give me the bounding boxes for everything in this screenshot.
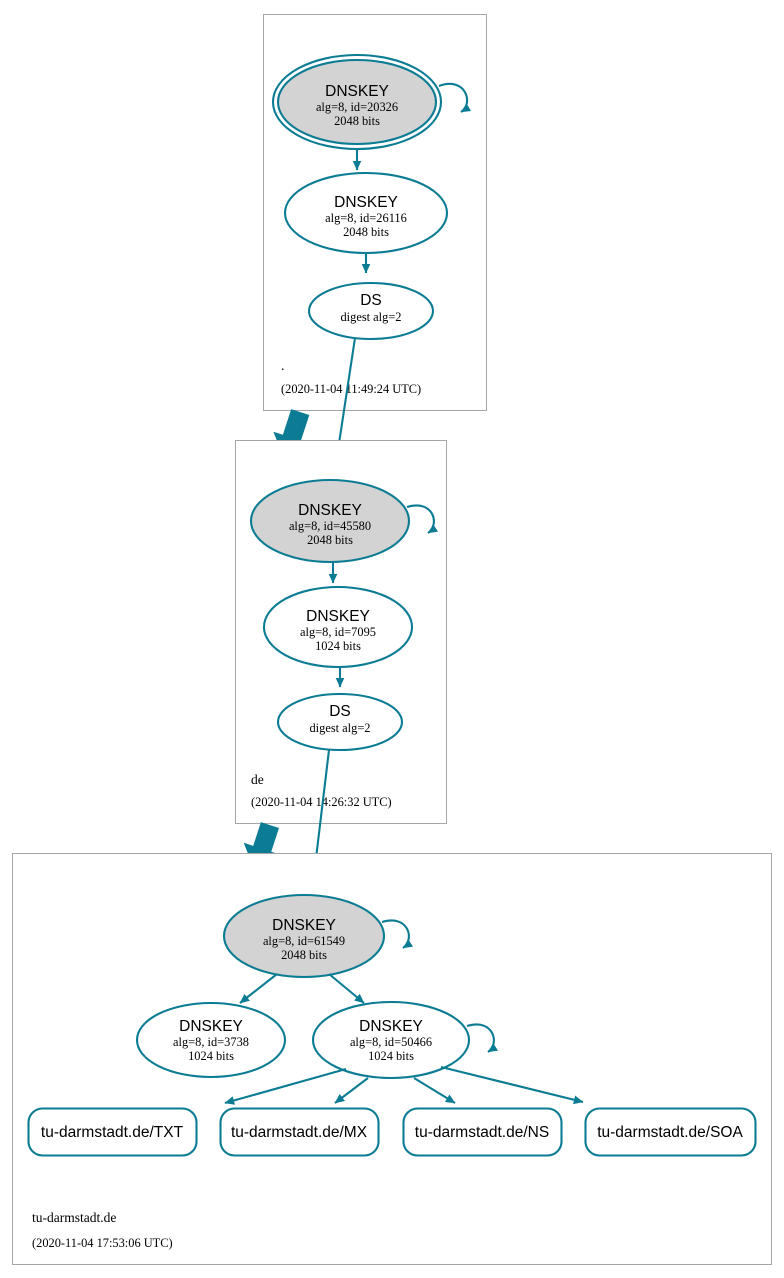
zone-timestamp: (2020-11-04 17:53:06 UTC) xyxy=(32,1236,173,1250)
rrset-box xyxy=(27,1107,198,1157)
ds-ellipse xyxy=(307,281,435,341)
node-title: DNSKEY xyxy=(359,1018,423,1035)
node-title: DNSKEY xyxy=(298,502,362,519)
self-sign-loop-tud-zsk50466 xyxy=(466,1023,499,1053)
zone-timestamp: (2020-11-04 11:49:24 UTC) xyxy=(281,382,421,396)
node-root-zsk[interactable]: DNSKEY alg=8, id=26116 2048 bits xyxy=(283,171,449,255)
rrset-label: tu-darmstadt.de/NS xyxy=(415,1124,549,1141)
dnskey-ellipse xyxy=(135,1001,287,1079)
node-root-ksk[interactable]: DNSKEY alg=8, id=20326 2048 bits xyxy=(271,53,443,151)
rrset-soa[interactable]: tu-darmstadt.de/SOA xyxy=(584,1107,757,1157)
node-title: DS xyxy=(329,703,351,720)
node-keysize: 2048 bits xyxy=(307,533,353,547)
node-tud-zsk-50466[interactable]: DNSKEY alg=8, id=50466 1024 bits xyxy=(311,1000,471,1080)
zone-tu-darmstadt: DNSKEY alg=8, id=61549 2048 bits DNSKEY … xyxy=(12,853,772,1265)
edge-tud-ksk-to-zsk3738 xyxy=(239,973,278,1004)
dnskey-ellipse xyxy=(262,585,414,669)
node-root-ds[interactable]: DS digest alg=2 xyxy=(307,281,435,341)
zone-timestamp: (2020-11-04 14:26:32 UTC) xyxy=(251,795,392,809)
node-de-ksk[interactable]: DNSKEY alg=8, id=45580 2048 bits xyxy=(249,478,411,564)
ds-ellipse xyxy=(276,692,404,752)
dnskey-ellipse xyxy=(311,1000,471,1080)
zone-label: tu-darmstadt.de xyxy=(32,1210,116,1225)
node-keysize: 2048 bits xyxy=(343,225,389,239)
node-tud-zsk-3738[interactable]: DNSKEY alg=8, id=3738 1024 bits xyxy=(135,1001,287,1079)
node-keyinfo: alg=8, id=3738 xyxy=(173,1035,249,1049)
rrset-txt[interactable]: tu-darmstadt.de/TXT xyxy=(27,1107,198,1157)
dnskey-ellipse xyxy=(222,893,386,979)
node-keysize: 1024 bits xyxy=(315,639,361,653)
self-sign-loop-de-ksk xyxy=(406,504,439,534)
node-keysize: 2048 bits xyxy=(334,114,380,128)
node-digestinfo: digest alg=2 xyxy=(309,721,370,735)
node-digestinfo: digest alg=2 xyxy=(340,310,401,324)
rrset-mx[interactable]: tu-darmstadt.de/MX xyxy=(219,1107,380,1157)
node-de-zsk[interactable]: DNSKEY alg=8, id=7095 1024 bits xyxy=(262,585,414,669)
self-sign-loop-root-ksk xyxy=(438,82,472,113)
edge-zsk50466-to-soa xyxy=(440,1065,584,1105)
node-title: DNSKEY xyxy=(334,194,398,211)
rrset-box xyxy=(219,1107,380,1157)
node-title: DNSKEY xyxy=(306,608,370,625)
rrset-ns[interactable]: tu-darmstadt.de/NS xyxy=(402,1107,563,1157)
node-keyinfo: alg=8, id=20326 xyxy=(316,100,398,114)
node-keyinfo: alg=8, id=61549 xyxy=(263,934,345,948)
dnskey-ellipse xyxy=(249,478,411,564)
node-keyinfo: alg=8, id=50466 xyxy=(350,1035,432,1049)
node-keysize: 1024 bits xyxy=(188,1049,234,1063)
edge-zsk50466-to-txt xyxy=(224,1067,347,1105)
zone-root: DNSKEY alg=8, id=20326 2048 bits DNSKEY … xyxy=(263,14,487,411)
node-title: DNSKEY xyxy=(272,917,336,934)
node-keyinfo: alg=8, id=7095 xyxy=(300,625,376,639)
rrset-box xyxy=(402,1107,563,1157)
node-title: DS xyxy=(360,292,382,309)
zone-label: . xyxy=(281,358,284,373)
zone-de: DNSKEY alg=8, id=45580 2048 bits DNSKEY … xyxy=(235,440,447,824)
rrset-label: tu-darmstadt.de/TXT xyxy=(41,1124,184,1141)
edge-tud-ksk-to-zsk50466 xyxy=(328,973,365,1004)
dnskey-ellipse xyxy=(276,58,438,146)
node-keysize: 2048 bits xyxy=(281,948,327,962)
rrset-label: tu-darmstadt.de/MX xyxy=(231,1124,368,1141)
edge-zsk50466-to-mx xyxy=(334,1077,369,1104)
rrset-box xyxy=(584,1107,757,1157)
node-title: DNSKEY xyxy=(179,1018,243,1035)
node-keyinfo: alg=8, id=45580 xyxy=(289,519,371,533)
zone-label: de xyxy=(251,772,264,787)
node-de-ds[interactable]: DS digest alg=2 xyxy=(276,692,404,752)
self-sign-loop-tud-ksk xyxy=(381,919,414,949)
node-tud-ksk[interactable]: DNSKEY alg=8, id=61549 2048 bits xyxy=(222,893,386,979)
rrset-label: tu-darmstadt.de/SOA xyxy=(597,1124,743,1141)
edge-zsk50466-to-ns xyxy=(413,1077,456,1104)
node-keysize: 1024 bits xyxy=(368,1049,414,1063)
node-title: DNSKEY xyxy=(325,83,389,100)
node-keyinfo: alg=8, id=26116 xyxy=(325,211,407,225)
